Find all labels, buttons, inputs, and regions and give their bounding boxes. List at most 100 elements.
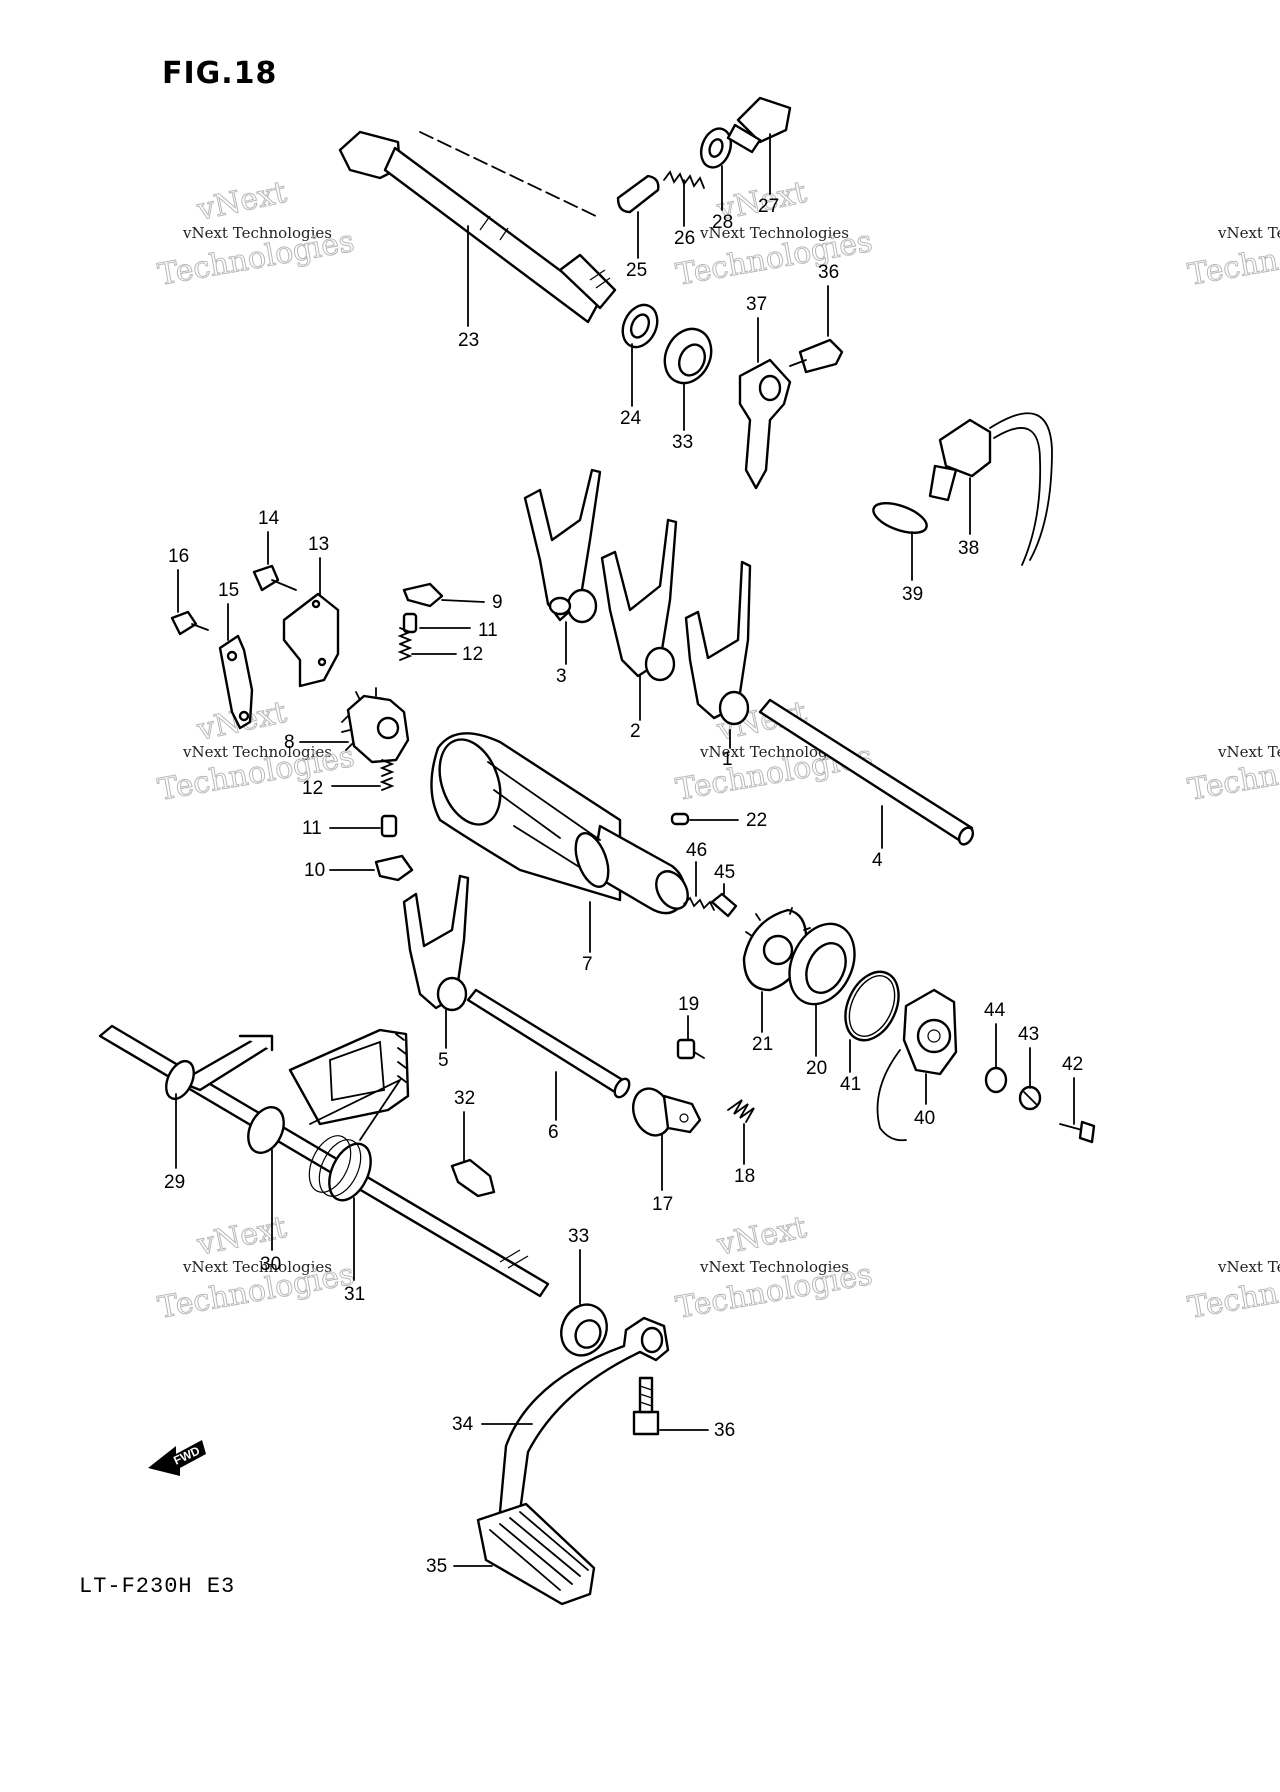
callout-44: 44 <box>984 1000 1006 1021</box>
watermark-top-left: vNext vNext Technologies Technologies <box>155 174 358 293</box>
part-screw-42 <box>1059 1120 1096 1144</box>
part-oil-seal-lower <box>560 1303 608 1357</box>
part-washer-24 <box>621 303 659 349</box>
callout-17: 17 <box>652 1194 673 1215</box>
callout-9: 9 <box>492 592 503 613</box>
callout-10: 10 <box>304 860 325 881</box>
svg-text:vNext Technologies: vNext Technologies <box>699 1258 849 1276</box>
part-pin-11-lower <box>380 814 398 838</box>
callout-20: 20 <box>806 1058 827 1079</box>
callout-43: 43 <box>1018 1024 1039 1045</box>
part-collar-17 <box>631 1087 702 1137</box>
callout-29: 29 <box>164 1172 185 1193</box>
callout-37: 37 <box>746 294 767 315</box>
callout-12: 12 <box>462 644 483 665</box>
watermark-bottom-right: vNext Tec Techn <box>1185 1258 1280 1326</box>
svg-text:vNext Technologies: vNext Technologies <box>699 224 849 242</box>
callout-14: 14 <box>258 508 280 529</box>
callout-30: 30 <box>260 1254 281 1275</box>
callout-1: 1 <box>722 749 733 770</box>
part-neutral-switch-40 <box>876 988 958 1142</box>
svg-text:vNext Tec: vNext Tec <box>1217 224 1280 242</box>
callout-39: 39 <box>902 584 923 605</box>
part-plate-15 <box>218 634 254 730</box>
callout-28: 28 <box>712 212 733 233</box>
svg-text:vNext Tec: vNext Tec <box>1217 1258 1280 1276</box>
part-shift-fork-5 <box>402 874 470 1012</box>
callout-11: 11 <box>478 620 498 641</box>
callout-2: 2 <box>630 721 641 742</box>
part-o-ring-41 <box>844 970 900 1042</box>
callout-23: 23 <box>458 330 479 351</box>
callout-7: 7 <box>582 954 593 975</box>
callout-46: 46 <box>686 840 707 861</box>
part-pin-22 <box>670 812 690 826</box>
part-fork-shaft-6 <box>466 988 631 1099</box>
part-o-ring-39 <box>872 502 928 534</box>
callout-13: 13 <box>308 534 329 555</box>
part-cam-guide-20 <box>788 922 856 1006</box>
watermark-bottom-center: vNext vNext Technologies Technologies <box>673 1209 876 1326</box>
callout-35: 35 <box>426 1556 447 1577</box>
fwd-arrow-icon: FWD <box>148 1440 206 1476</box>
callout-41: 41 <box>840 1074 861 1095</box>
svg-text:vNext Tec: vNext Tec <box>1217 743 1280 761</box>
svg-text:Techn: Techn <box>1185 758 1280 808</box>
part-shift-arm-37 <box>738 358 792 490</box>
callout-6: 6 <box>548 1122 559 1143</box>
callout-33: 33 <box>672 432 693 453</box>
model-code: LT-F230H E3 <box>79 1574 236 1599</box>
part-plate-13 <box>282 592 340 688</box>
callout-21: 21 <box>752 1034 773 1055</box>
part-spring-18 <box>727 1099 755 1123</box>
part-shift-fork-2 <box>600 518 678 682</box>
callout-38: 38 <box>958 538 979 559</box>
svg-text:vNext Technologies: vNext Technologies <box>182 1258 332 1276</box>
part-bolt-19 <box>676 1038 705 1060</box>
part-shift-fork-1 <box>684 560 752 726</box>
callout-8: 8 <box>284 732 295 753</box>
part-spring-12-upper <box>397 627 413 661</box>
callout-40: 40 <box>914 1108 935 1129</box>
callout-32: 32 <box>454 1088 475 1109</box>
callout-5: 5 <box>438 1050 449 1071</box>
callout-12: 12 <box>302 778 323 799</box>
callout-24: 24 <box>620 408 642 429</box>
svg-text:vNext Technologies: vNext Technologies <box>182 224 332 242</box>
part-rubber-35 <box>476 1502 596 1606</box>
leader-line-9 <box>441 599 485 603</box>
part-spring-12-lower <box>379 759 395 791</box>
callout-leaders <box>175 133 1075 1567</box>
part-washer-29 <box>165 1059 195 1101</box>
part-spring-46 <box>683 896 715 911</box>
callout-34: 34 <box>452 1414 474 1435</box>
part-screw-16 <box>170 610 209 636</box>
figure-title: FIG.18 <box>162 56 278 91</box>
svg-text:Techn: Techn <box>1185 243 1280 293</box>
callout-26: 26 <box>674 228 695 249</box>
callout-11: 11 <box>302 818 322 839</box>
callout-labels: 1234567891011111212131415161718192021222… <box>164 196 1083 1577</box>
part-cam-gear-8 <box>341 687 410 764</box>
part-stopper-9 <box>402 582 444 608</box>
part-shift-fork-3 <box>523 468 602 624</box>
svg-text:vNext: vNext <box>193 175 289 228</box>
callout-16: 16 <box>168 546 189 567</box>
watermark-mid-right: vNext Tec Techn <box>1185 743 1280 808</box>
callout-18: 18 <box>734 1166 755 1187</box>
callout-31: 31 <box>344 1284 365 1305</box>
part-plunger-25 <box>616 174 660 214</box>
watermark-bottom-left: vNext vNext Technologies Technologies <box>155 1209 358 1326</box>
part-washer-28 <box>699 127 733 169</box>
svg-text:Techn: Techn <box>1185 1276 1280 1326</box>
callout-45: 45 <box>714 862 735 883</box>
part-screw-14 <box>252 564 297 592</box>
svg-text:vNext Technologies: vNext Technologies <box>699 743 849 761</box>
part-plug-bolt-27 <box>726 96 792 154</box>
watermark-top-right: vNext Tec Techn <box>1185 224 1280 293</box>
callout-4: 4 <box>872 850 883 871</box>
callout-33: 33 <box>568 1226 589 1247</box>
callout-27: 27 <box>758 196 779 217</box>
part-gearshift-cam-7 <box>430 732 689 915</box>
